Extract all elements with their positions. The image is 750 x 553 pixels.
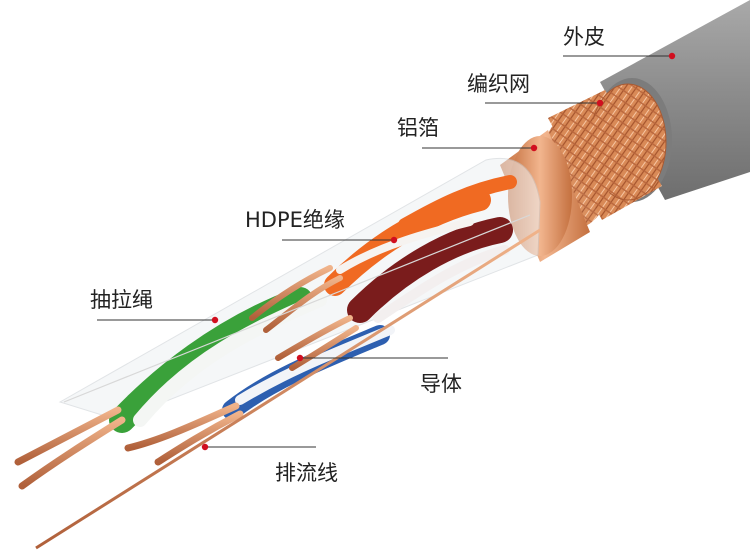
rip-cord xyxy=(63,214,531,403)
leader-lines xyxy=(97,55,672,448)
label-foil: 铝箔 xyxy=(397,116,439,140)
label-braid: 编织网 xyxy=(467,72,530,96)
orange-pair xyxy=(324,175,517,296)
copper-conductors xyxy=(14,265,359,490)
label-conductor: 导体 xyxy=(420,372,462,396)
marker-dots xyxy=(201,52,676,451)
label-ripcord: 抽拉绳 xyxy=(90,288,153,312)
label-jacket: 外皮 xyxy=(563,25,605,49)
label-drain-wire: 排流线 xyxy=(275,461,338,485)
drain-wire xyxy=(35,228,541,550)
braid-shield xyxy=(540,83,667,228)
label-insulation: HDPE绝缘 xyxy=(245,208,345,232)
